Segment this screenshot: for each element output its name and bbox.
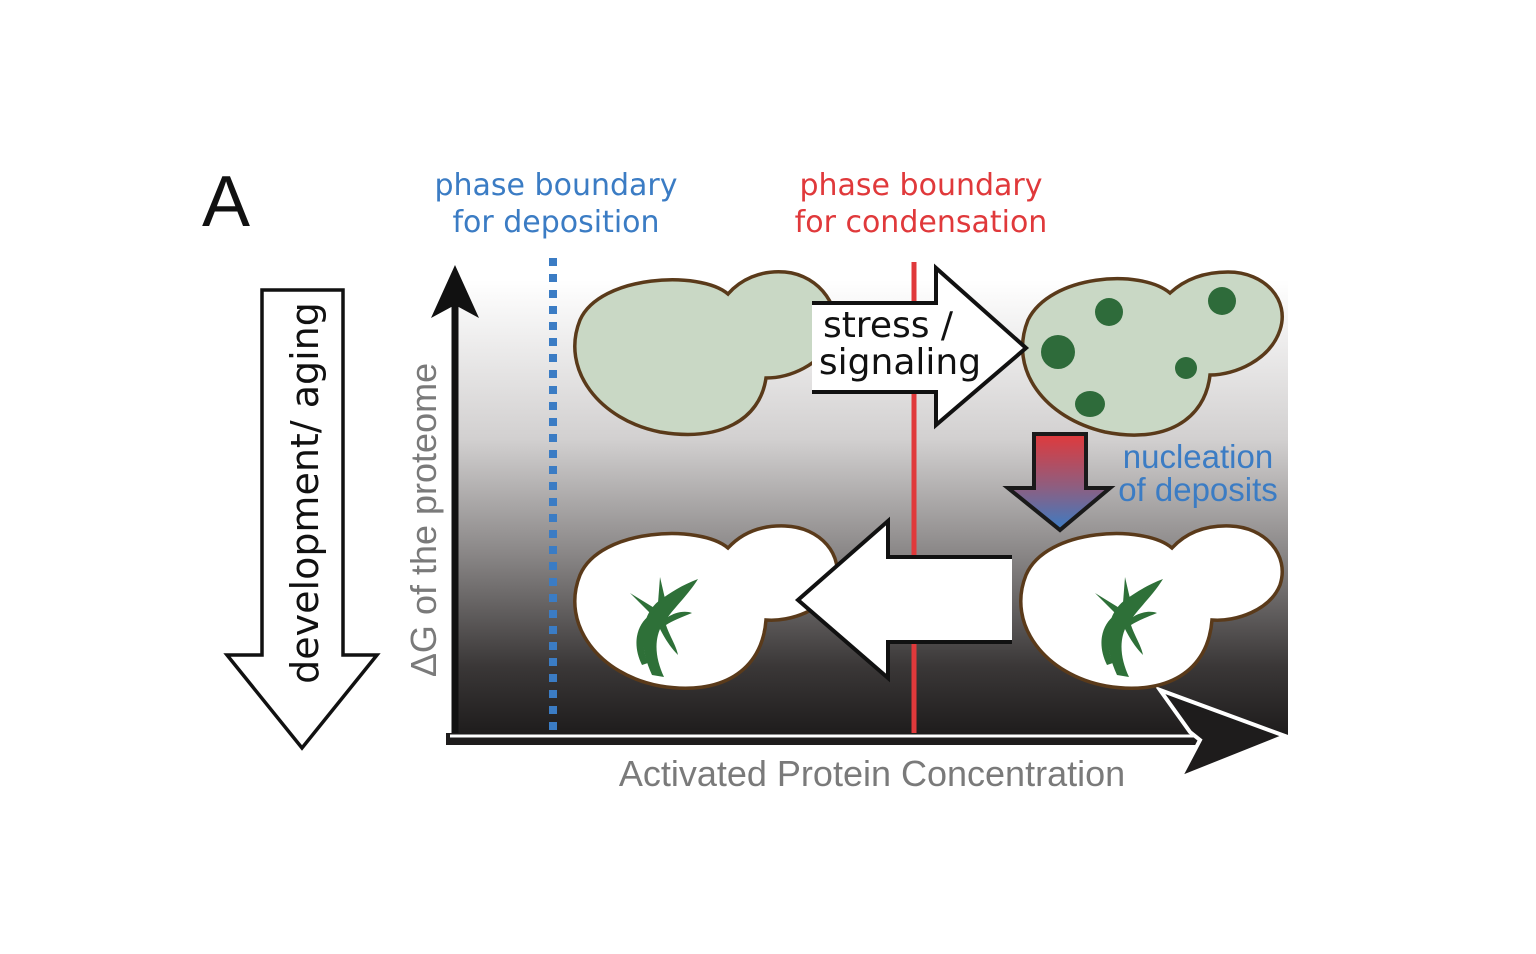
condensate-droplet [1041, 335, 1075, 369]
development-aging-arrow [223, 288, 381, 751]
y-axis-arrowhead-icon [431, 265, 479, 318]
deposit-aggregate-icon [1095, 577, 1163, 677]
condensate-droplet [1095, 298, 1123, 326]
nucleation-label-line2: of deposits [1118, 471, 1278, 508]
return-arrow [794, 516, 1012, 683]
nucleation-label-line1: nucleation [1123, 438, 1273, 475]
cell-top-left-diffuse [573, 270, 838, 437]
deposition-boundary-label-line2: for deposition [452, 205, 659, 240]
x-axis [446, 685, 1291, 782]
y-axis [431, 265, 479, 738]
condensate-droplet [1075, 391, 1105, 417]
y-axis-label: ΔG of the proteome [403, 363, 444, 677]
deposit-aggregate-icon [630, 577, 698, 677]
cell-top-right-condensates [1020, 270, 1284, 437]
stress-signaling-arrow [812, 263, 1030, 430]
stress-arrow-label-line2: signaling [819, 342, 981, 383]
cell-bottom-left-deposit [573, 524, 839, 690]
condensation-boundary-label-line2: for condensation [795, 205, 1048, 240]
condensate-droplet [1175, 357, 1197, 379]
condensate-droplet [1208, 287, 1236, 315]
condensation-boundary-label-line1: phase boundary [799, 168, 1042, 203]
x-axis-label: Activated Protein Concentration [619, 753, 1125, 794]
stress-arrow-label-line1: stress / [823, 305, 954, 346]
x-axis-arrowhead-icon [1154, 685, 1291, 782]
nucleation-arrow [1002, 432, 1116, 533]
panel-label: A [202, 162, 250, 242]
deposition-boundary-label-line1: phase boundary [434, 168, 677, 203]
cell-bottom-right-deposit [1019, 524, 1284, 690]
development-aging-label: development/ aging [283, 302, 327, 684]
